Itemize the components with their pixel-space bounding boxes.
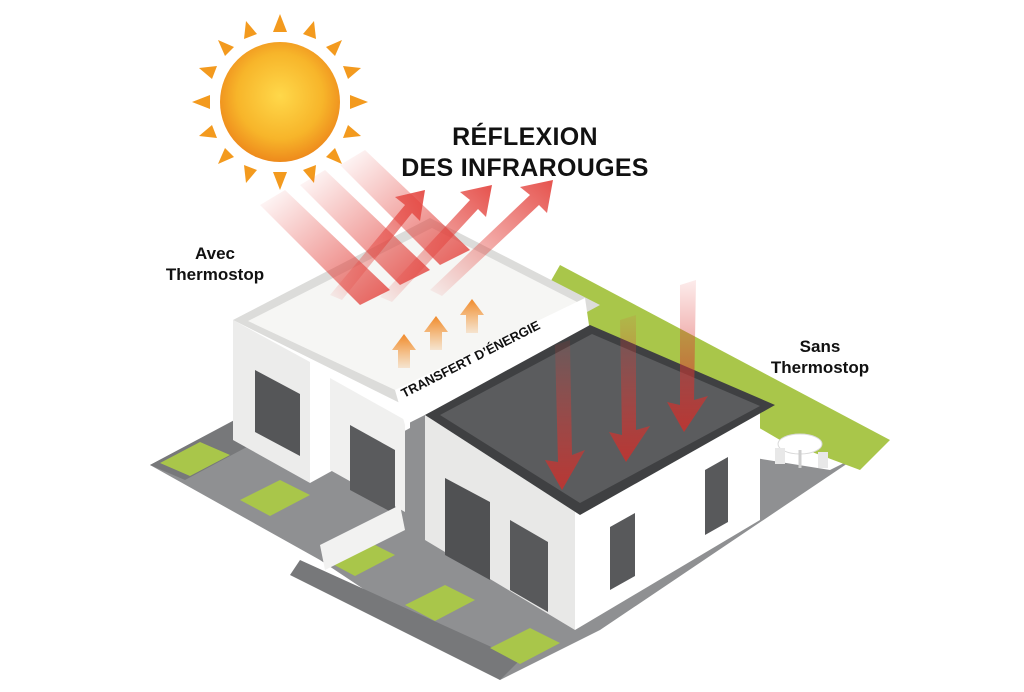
label-without-line-2: Thermostop xyxy=(770,358,870,378)
infrared-arrow-icon xyxy=(330,180,553,302)
label-without-thermostop: Sans Thermostop xyxy=(745,336,895,379)
sun-icon xyxy=(192,14,368,190)
house-with-thermostop xyxy=(233,218,600,514)
label-without-line-1: Sans xyxy=(799,337,841,356)
infrared-down-arrows xyxy=(545,280,708,490)
parking-grass xyxy=(160,442,560,664)
infrared-reflection-title: RÉFLEXION DES INFRAROUGES xyxy=(360,122,690,185)
label-with-line-2: Thermostop xyxy=(165,265,265,285)
label-with-line-1: Avec xyxy=(194,244,235,263)
title-line-2: DES INFRAROUGES xyxy=(401,154,649,183)
heat-arrow-icon xyxy=(392,299,484,368)
title-line-1: RÉFLEXION xyxy=(452,123,598,151)
patio-table-icon xyxy=(775,433,828,468)
label-with-thermostop: Avec Thermostop xyxy=(140,243,290,286)
connecting-wall xyxy=(320,298,590,570)
